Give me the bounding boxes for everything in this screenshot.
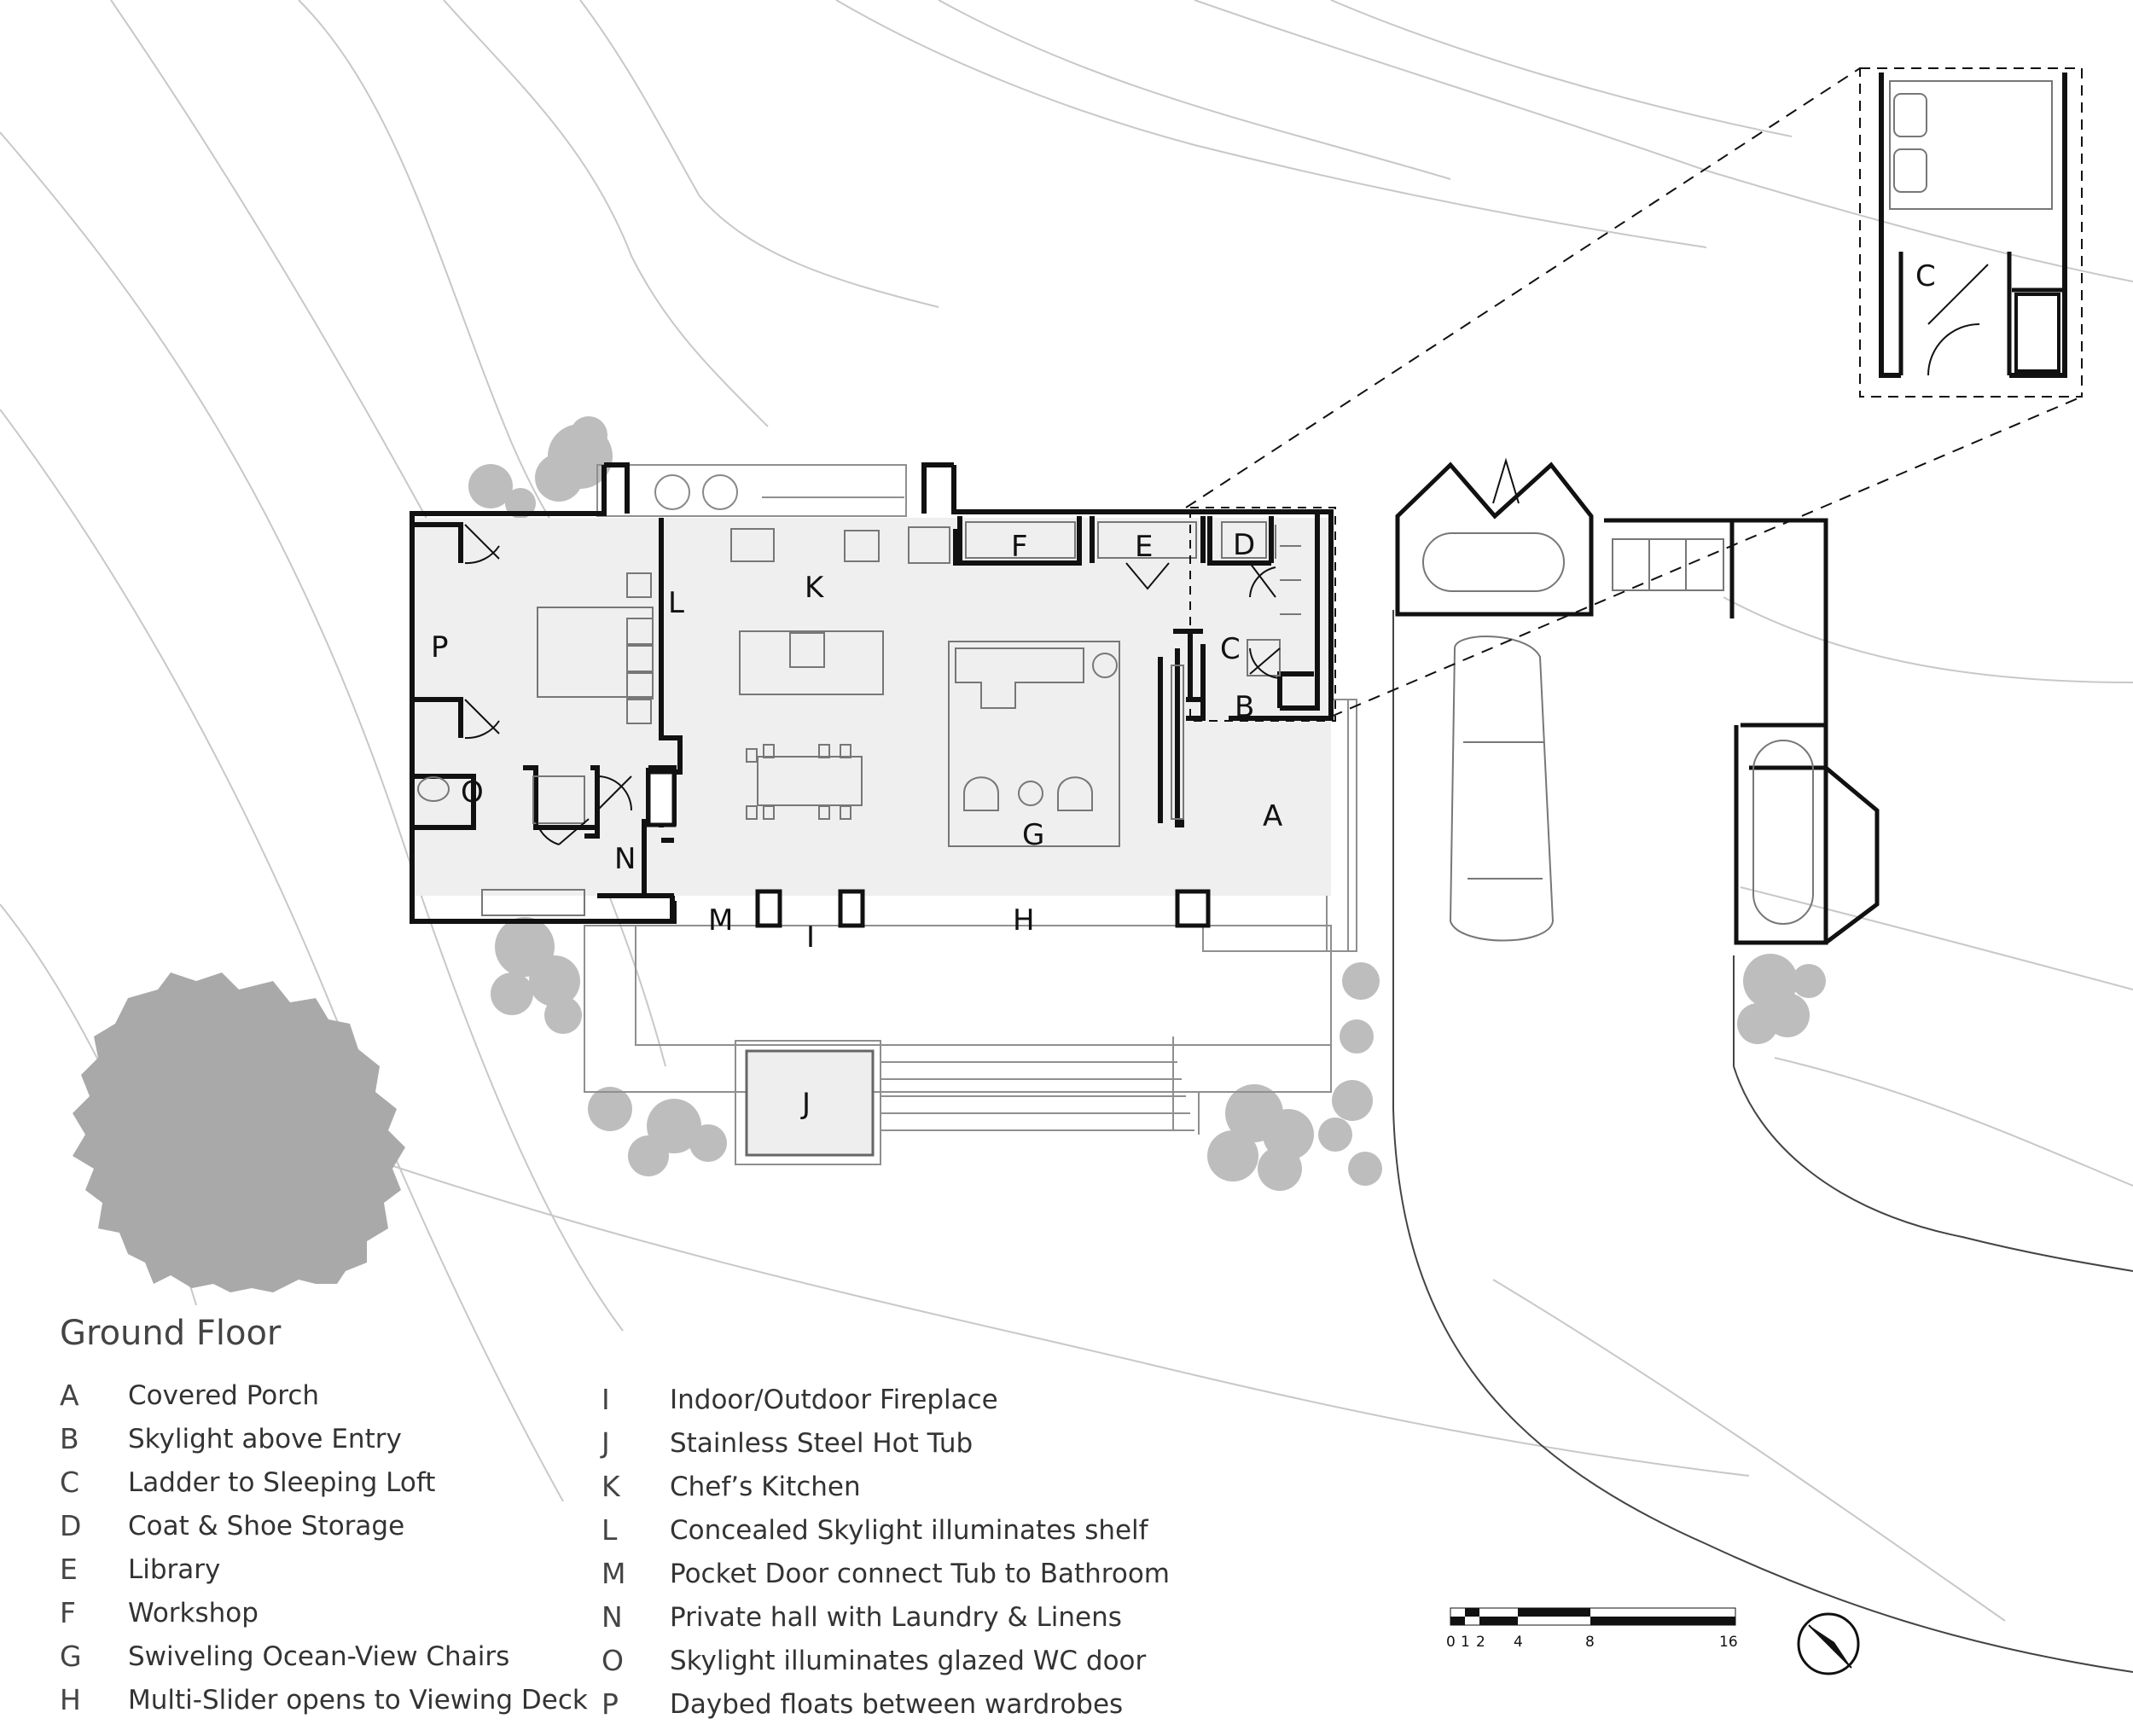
secondary-fixtures [1422, 532, 1814, 925]
car [1449, 636, 1555, 942]
secondary-structures [1395, 462, 1880, 945]
label-K: K [805, 571, 825, 605]
label-O: O [461, 775, 484, 810]
legend-letter: H [60, 1683, 81, 1716]
legend-letter: M [602, 1557, 626, 1590]
label-G: G [1022, 818, 1044, 852]
legend-text: Skylight illuminates glazed WC door [670, 1645, 1147, 1676]
door-swings [464, 457, 1520, 845]
legend-text: Ladder to Sleeping Loft [128, 1466, 436, 1498]
legend-text: Covered Porch [128, 1379, 320, 1411]
legend-item: G Swiveling Ocean-View Chairs [60, 1634, 588, 1678]
legend-item: H Multi-Slider opens to Viewing Deck [60, 1678, 588, 1721]
driveway [1392, 610, 2133, 1673]
deck-outlines [584, 464, 1357, 1165]
legend-item: I Indoor/Outdoor Fireplace [602, 1378, 1170, 1421]
label-N: N [614, 842, 636, 876]
legend-text: Indoor/Outdoor Fireplace [670, 1384, 998, 1415]
legend-letter: J [602, 1426, 610, 1460]
legend-letter: G [60, 1640, 82, 1673]
label-J: J [800, 1087, 811, 1121]
legend-text: Skylight above Entry [128, 1423, 402, 1454]
legend-letter: I [602, 1383, 610, 1416]
legend-text: Library [128, 1553, 221, 1585]
label-M: M [708, 903, 733, 938]
room-labels: A B C D E F G H I J K L M N O P C [431, 259, 1936, 1121]
legend-column-2: I Indoor/Outdoor Fireplace J Stainless Ste… [602, 1378, 1170, 1726]
legend-letter: P [602, 1687, 619, 1721]
legend-letter: C [60, 1466, 80, 1499]
label-B: B [1235, 690, 1254, 724]
label-E: E [1135, 530, 1153, 564]
inset-detail [1859, 67, 2083, 398]
legend-item: C Ladder to Sleeping Loft [60, 1460, 588, 1504]
scale-bar: 0 1 2 4 8 16 [1446, 1607, 1738, 1651]
legend-text: Multi-Slider opens to Viewing Deck [128, 1684, 588, 1716]
topographic-contours [0, 0, 2133, 1622]
label-P: P [431, 630, 449, 665]
legend-text: Chef’s Kitchen [670, 1471, 861, 1502]
legend-letter: F [60, 1596, 76, 1629]
inset-callout-box [1189, 507, 1336, 722]
legend-item: J Stainless Steel Hot Tub [602, 1421, 1170, 1465]
label-F: F [1011, 530, 1028, 564]
inset-leader-lines [1185, 67, 2083, 717]
interior-partitions [412, 516, 1274, 898]
scale-tick-16: 16 [1719, 1634, 1738, 1651]
scale-tick-4: 4 [1514, 1634, 1523, 1651]
house-interior [412, 518, 1331, 896]
large-tree [73, 973, 405, 1292]
label-D: D [1233, 528, 1255, 562]
scale-tick-1: 1 [1461, 1634, 1470, 1651]
legend-letter: O [602, 1644, 624, 1677]
columns [646, 769, 1211, 928]
legend-letter: D [60, 1509, 82, 1542]
legend-item: F Workshop [60, 1591, 588, 1634]
legend-text: Private hall with Laundry & Linens [670, 1601, 1122, 1633]
house-walls [410, 462, 1334, 926]
legend-text: Pocket Door connect Tub to Bathroom [670, 1558, 1171, 1589]
drawing-title: Ground Floor [60, 1314, 282, 1353]
legend-item: N Private hall with Laundry & Linens [602, 1595, 1170, 1639]
legend-item: E Library [60, 1547, 588, 1591]
shrubs [468, 416, 1826, 1191]
legend-letter: A [60, 1379, 79, 1412]
legend-letter: L [602, 1513, 618, 1547]
legend-text: Concealed Skylight illuminates shelf [670, 1514, 1148, 1546]
legend-item: B Skylight above Entry [60, 1417, 588, 1460]
label-H: H [1013, 903, 1035, 938]
label-C: C [1220, 632, 1241, 666]
legend-letter: E [60, 1553, 78, 1586]
legend-item: M Pocket Door connect Tub to Bathroom [602, 1552, 1170, 1595]
legend-item: O Skylight illuminates glazed WC door [602, 1639, 1170, 1682]
legend-text: Stainless Steel Hot Tub [670, 1427, 974, 1459]
legend-item: A Covered Porch [60, 1373, 588, 1417]
scale-tick-2: 2 [1476, 1634, 1485, 1651]
label-A: A [1263, 799, 1282, 833]
scale-tick-8: 8 [1585, 1634, 1595, 1651]
furniture [417, 521, 1301, 916]
legend-letter: K [602, 1470, 620, 1503]
legend-item: K Chef’s Kitchen [602, 1465, 1170, 1508]
planters [654, 474, 738, 510]
legend-text: Swiveling Ocean-View Chairs [128, 1640, 510, 1672]
legend-item: P Daybed floats between wardrobes [602, 1682, 1170, 1726]
label-I: I [806, 920, 815, 955]
legend-text: Coat & Shoe Storage [128, 1510, 405, 1541]
label-L: L [668, 586, 684, 620]
legend-letter: B [60, 1422, 79, 1455]
legend-text: Workshop [128, 1597, 259, 1629]
legend-column-1: A Covered Porch B Skylight above Entry C La… [60, 1373, 588, 1721]
legend-letter: N [602, 1600, 623, 1634]
legend-item: L Concealed Skylight illuminates shelf [602, 1508, 1170, 1552]
hot-tub [745, 1049, 875, 1157]
legend-text: Daybed floats between wardrobes [670, 1688, 1124, 1720]
north-arrow-icon [1797, 1612, 1860, 1675]
legend-item: D Coat & Shoe Storage [60, 1504, 588, 1547]
inset-label-C: C [1915, 259, 1936, 293]
scale-tick-0: 0 [1446, 1634, 1456, 1651]
